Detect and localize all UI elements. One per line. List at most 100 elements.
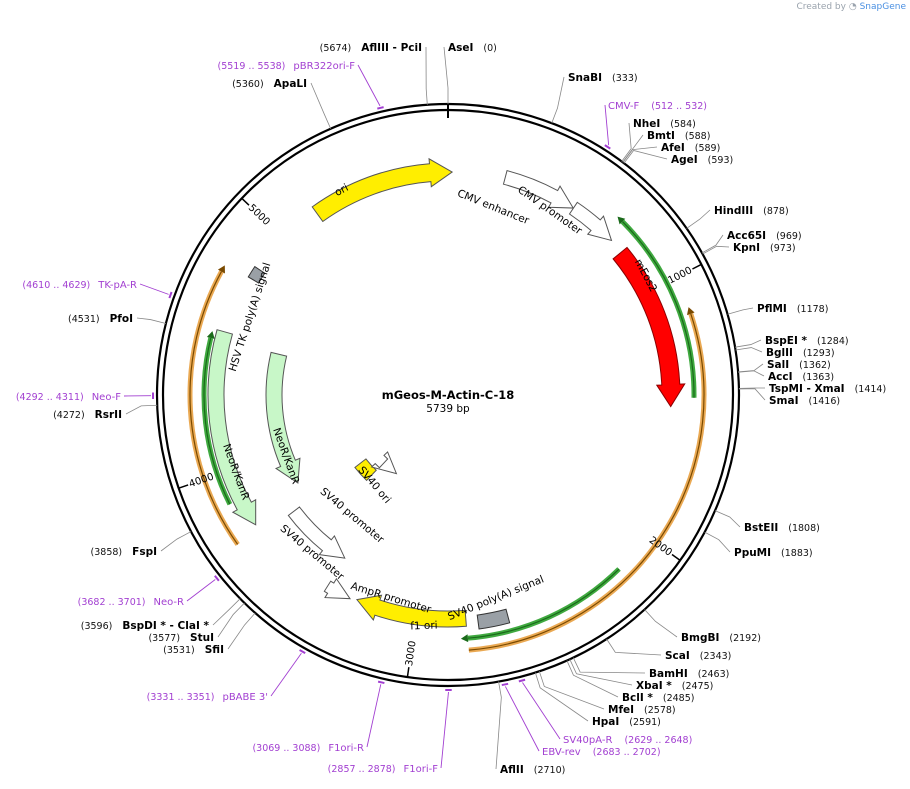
site-position: (593) <box>708 155 734 166</box>
site-name: RsrII <box>95 409 122 421</box>
site-name: BclI * <box>622 692 653 704</box>
site-leader-line <box>160 531 192 552</box>
site-leader-line <box>686 209 711 229</box>
site-label: MfeI(2578) <box>608 704 676 716</box>
primer-label: CMV-F(512 .. 532) <box>608 101 707 112</box>
site-position: (969) <box>776 231 802 242</box>
feature-arrow <box>247 265 266 284</box>
feature-arrow <box>476 608 511 630</box>
site-label: XbaI *(2475) <box>636 680 713 692</box>
site-position: (2463) <box>698 669 730 680</box>
site-label: (4272)RsrII <box>53 409 122 421</box>
site-position: (3531) <box>163 645 195 656</box>
site-position: (1414) <box>855 384 887 395</box>
plasmid-length: 5739 bp <box>426 403 470 415</box>
primer-name: EBV-rev <box>542 747 581 758</box>
site-name: BmgBI <box>681 632 719 644</box>
primer-position: (2629 .. 2648) <box>624 735 692 746</box>
site-position: (973) <box>770 243 796 254</box>
site-layer: AseI(0)SnaBI(333)NheI(584)BmtI(588)AfeI(… <box>53 42 886 776</box>
feature-arrow <box>207 329 257 526</box>
feature-label: f1 ori <box>410 620 438 633</box>
site-label: KpnI(973) <box>733 242 796 254</box>
primer-position: (3331 .. 3351) <box>147 692 215 703</box>
primer-name: F1ori-F <box>404 764 439 775</box>
site-label: (3596)BspDI * - ClaI * <box>81 620 210 632</box>
site-position: (2591) <box>629 717 661 728</box>
site-position: (5674) <box>320 43 352 54</box>
site-label: AgeI (593) <box>671 154 733 166</box>
site-label: BmgBI (2192) <box>681 632 761 644</box>
site-label: (5360) ApaLI <box>232 78 307 90</box>
tick-label: 5000 <box>246 202 272 228</box>
orf-arrowhead <box>617 216 626 225</box>
orf-arc-core <box>622 221 695 398</box>
site-name: SnaBI <box>568 72 602 84</box>
orf-arc-core <box>468 313 705 651</box>
site-position: (588) <box>685 131 711 142</box>
site-position: (2343) <box>700 651 732 662</box>
primer-name: F1ori-R <box>328 743 364 754</box>
site-position: (3858) <box>91 547 123 558</box>
site-name: BmtI <box>647 130 675 142</box>
site-label: BamHI (2463) <box>649 668 729 680</box>
site-label: SnaBI (333) <box>568 72 638 84</box>
site-label: (5674)AflIII - PciI <box>320 42 422 54</box>
site-position: (2192) <box>729 633 761 644</box>
site-position: (1363) <box>802 372 834 383</box>
feature-arrow <box>354 458 377 482</box>
site-name: AseI <box>448 42 473 54</box>
site-name: SmaI <box>769 395 799 407</box>
primer-leader-line <box>186 579 216 602</box>
site-leader-line <box>701 234 724 254</box>
primer-mark <box>299 649 306 655</box>
orf-layer <box>187 216 707 653</box>
tick-mark <box>692 263 702 270</box>
orf-arc-core <box>203 337 231 505</box>
site-name: Acc65I <box>727 230 766 242</box>
site-name: BamHI <box>649 668 688 680</box>
site-name: BstEII <box>744 522 778 534</box>
site-position: (3596) <box>81 621 113 632</box>
site-label: Acc65I (969) <box>727 230 802 242</box>
site-leader-line <box>136 317 167 324</box>
site-position: (333) <box>612 73 638 84</box>
credit-prefix: Created by <box>796 2 846 12</box>
primer-position: (4292 .. 4311) <box>16 392 84 403</box>
primer-position: (5519 .. 5538) <box>218 61 286 72</box>
site-leader-line <box>125 404 158 415</box>
site-leader-line <box>623 150 668 164</box>
primer-label: SV40pA-R(2629 .. 2648) <box>563 735 692 746</box>
plasmid-name: mGeos-M-Actin-C-18 <box>382 388 515 402</box>
primer-mark <box>377 680 385 685</box>
primer-position: (2683 .. 2702) <box>593 747 661 758</box>
primer-leader-line <box>522 682 561 740</box>
site-leader-line <box>572 657 646 674</box>
site-position: (5360) <box>232 79 264 90</box>
primer-name: pBR322ori-F <box>293 61 355 72</box>
site-leader-line <box>727 307 754 315</box>
site-position: (1883) <box>781 548 813 559</box>
site-leader-line <box>551 76 565 124</box>
site-name: ApaLI <box>274 78 307 90</box>
primer-position: (3069 .. 3088) <box>252 743 320 754</box>
site-position: (1362) <box>799 360 831 371</box>
site-position: (1416) <box>809 396 841 407</box>
site-position: (3577) <box>148 633 180 644</box>
site-name: AccI <box>768 371 792 383</box>
site-position: (584) <box>670 119 696 130</box>
orf-arc-core <box>189 271 239 545</box>
site-name: PfoI <box>110 313 133 325</box>
site-position: (878) <box>763 206 789 217</box>
primer-position: (4610 .. 4629) <box>22 280 90 291</box>
site-position: (1293) <box>803 348 835 359</box>
feature-arrow <box>287 506 346 559</box>
primer-mark <box>518 678 526 683</box>
site-name: AgeI <box>671 154 698 166</box>
site-leader-line <box>569 659 633 686</box>
site-name: SalI <box>767 359 789 371</box>
site-label: BglII(1293) <box>766 347 835 359</box>
primer-label: (4292 .. 4311)Neo-F <box>16 392 121 403</box>
primer-name: Neo-R <box>154 597 185 608</box>
feature-arrow <box>370 451 398 475</box>
